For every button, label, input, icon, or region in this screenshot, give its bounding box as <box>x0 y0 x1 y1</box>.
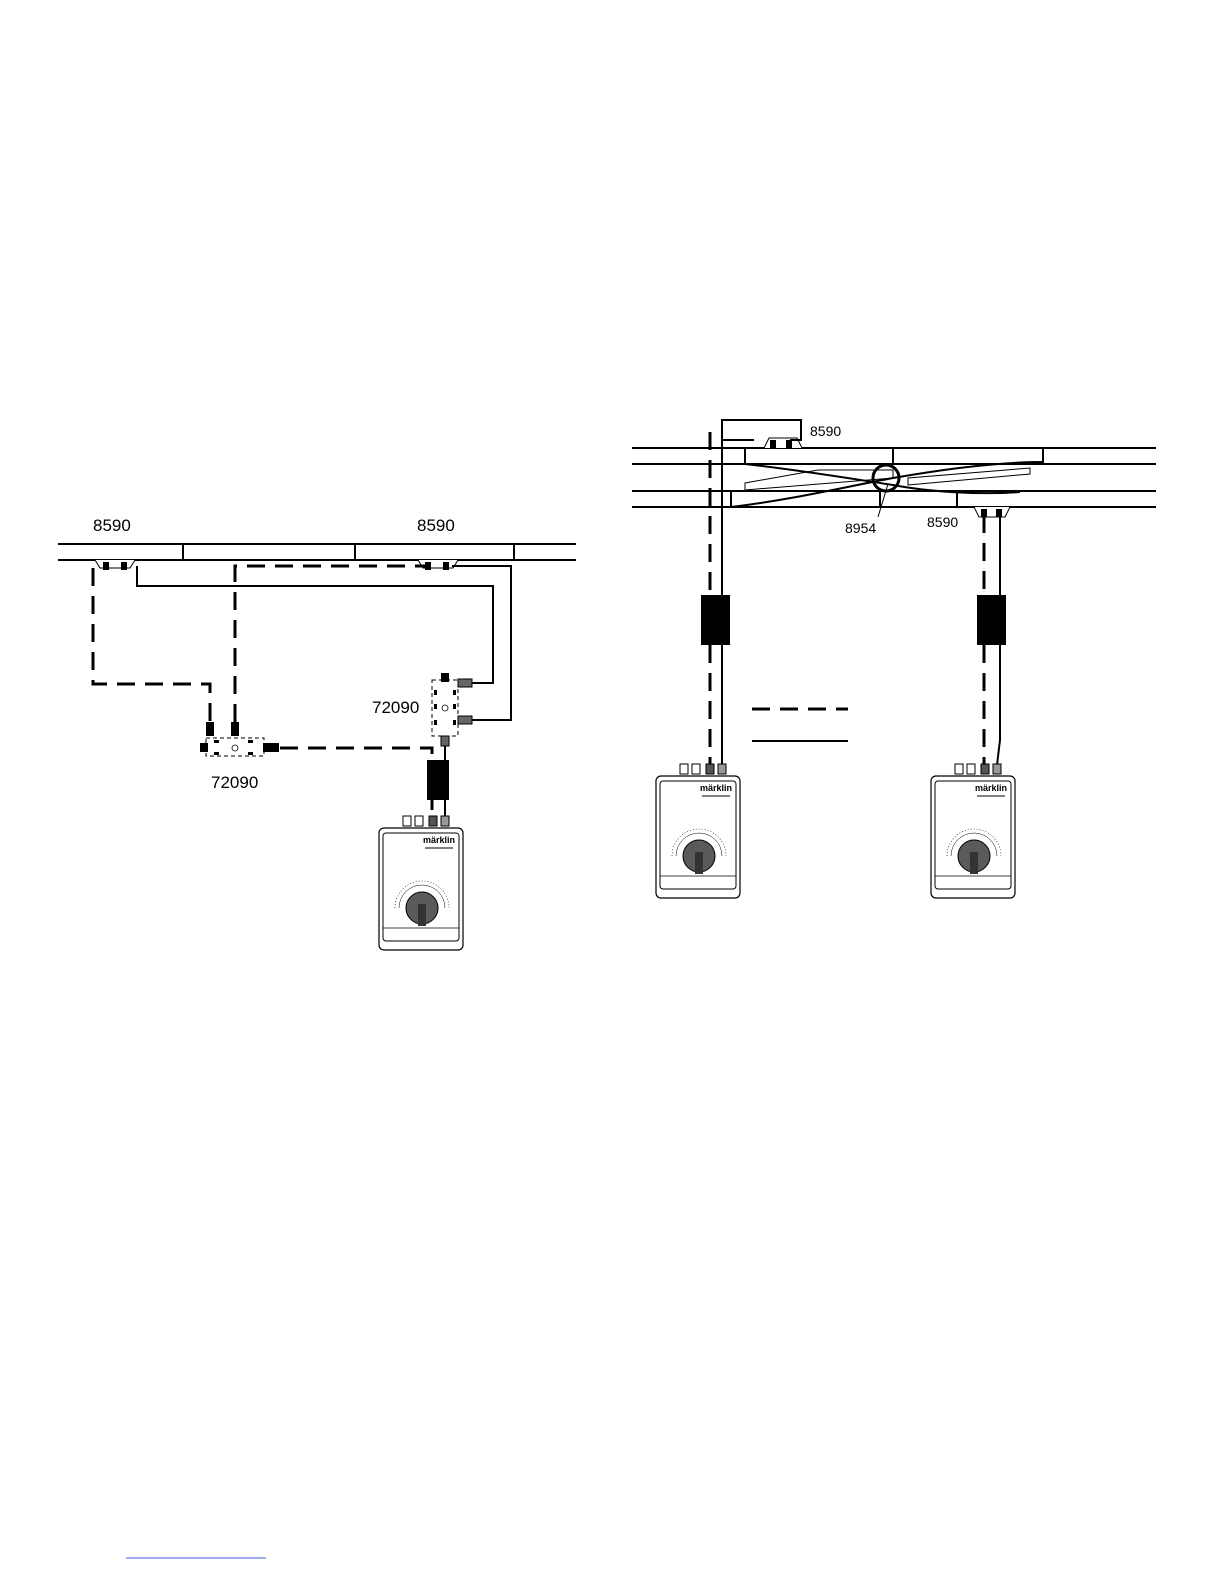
controller-right-1-terminals <box>680 764 726 774</box>
left-diagram: 8590 8590 72090 <box>58 516 576 950</box>
controller-left: märklin <box>379 828 463 950</box>
controller-left-terminals <box>403 816 449 826</box>
controller-right-2: märklin <box>931 776 1015 898</box>
clip-label-mid: 8590 <box>417 516 455 535</box>
clip-label-top-right: 8590 <box>810 423 841 439</box>
transformer-block-right-2 <box>977 595 1006 645</box>
clip-label-left: 8590 <box>93 516 131 535</box>
controller-right-1: märklin <box>656 776 740 898</box>
right-diagram: 8954 8590 8590 <box>632 420 1156 898</box>
brand-logo: märklin <box>975 783 1007 793</box>
transformer-block-right-1 <box>701 595 730 645</box>
transformer-block-left <box>427 760 449 800</box>
clip-label-bottom-right: 8590 <box>927 514 958 530</box>
contact-clip-bottom-right <box>974 507 1010 517</box>
left-track <box>58 544 576 560</box>
controller-right-2-terminals <box>955 764 1001 774</box>
insulation-label: 8954 <box>845 520 876 536</box>
distributor-left <box>200 722 279 756</box>
legend <box>752 709 848 741</box>
brand-logo: märklin <box>423 835 455 845</box>
distributor-right <box>432 673 472 746</box>
wires-right-left-controller <box>710 420 801 765</box>
distributor-label-left: 72090 <box>211 773 258 792</box>
distributor-label-right: 72090 <box>372 698 419 717</box>
contact-clip-left <box>95 560 135 570</box>
dashed-wires-left <box>93 566 432 822</box>
brand-logo: märklin <box>700 783 732 793</box>
